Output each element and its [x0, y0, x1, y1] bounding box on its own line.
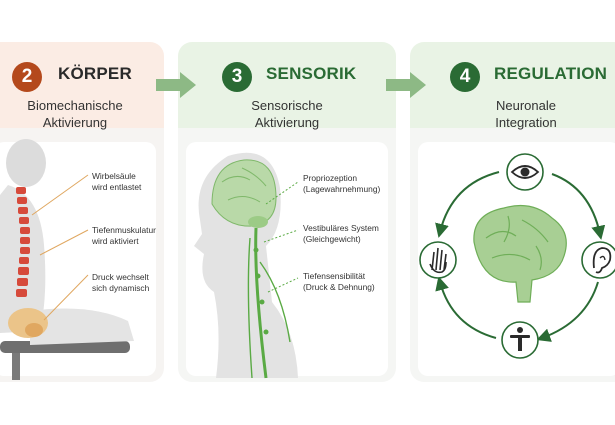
callout-label: Vestibuläres System(Gleichgewicht): [303, 223, 379, 244]
brain-icon: [473, 205, 567, 303]
step-number-badge: 3: [222, 62, 252, 92]
step-number-badge: 4: [450, 62, 480, 92]
panel-title: SENSORIK: [266, 64, 357, 83]
arrow-right-icon: [386, 72, 426, 98]
panel-title: REGULATION: [494, 64, 608, 83]
arrow-right-icon: [156, 72, 196, 98]
callout-label: Propriozeption(Lagewahrnehmung): [303, 173, 381, 194]
eye-icon: [510, 165, 540, 179]
standing-person-icon: [510, 327, 530, 351]
callout-label: Tiefensensibilität(Druck & Dehnung): [303, 271, 375, 292]
panel-title: KÖRPER: [58, 64, 132, 83]
seated-body-illustration: [0, 139, 134, 380]
ear-icon: [592, 247, 612, 274]
hand-icon: [429, 247, 447, 274]
head-nervous-system-illustration: [194, 152, 299, 379]
regulation-cycle-illustration: [419, 153, 615, 359]
step-number-badge: 2: [12, 62, 42, 92]
